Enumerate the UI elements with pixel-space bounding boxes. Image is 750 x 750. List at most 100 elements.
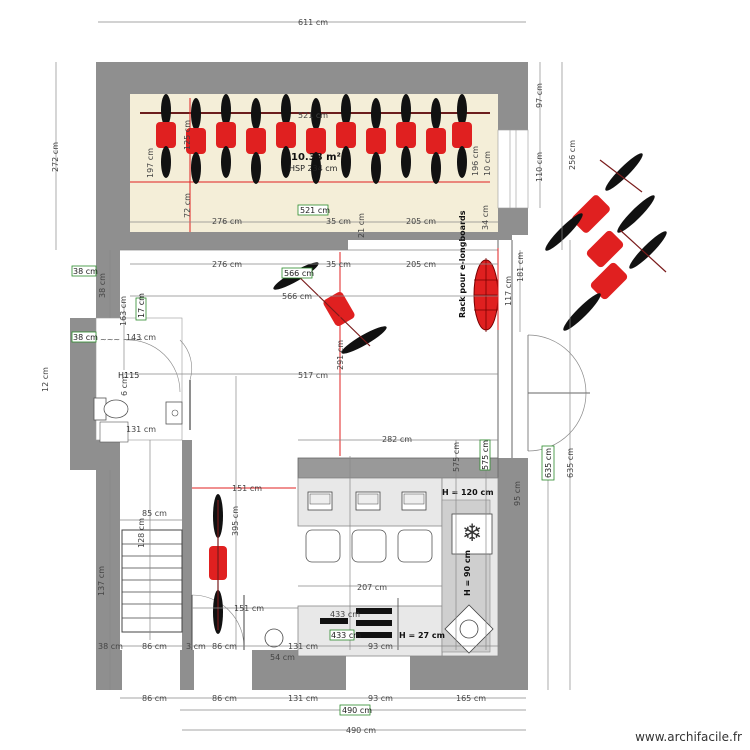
laptop-icon xyxy=(401,491,427,511)
wall-left-lower xyxy=(96,440,120,690)
wall-stairs-right xyxy=(182,440,192,650)
double-door-right[interactable] xyxy=(527,334,590,452)
wheel-icon xyxy=(221,146,231,178)
board-deck xyxy=(452,122,472,148)
dim-text: 86 cm xyxy=(142,694,167,703)
dim-text: 205 cm xyxy=(406,217,436,226)
door-swing-bottom xyxy=(191,594,245,648)
opening-bottom-2 xyxy=(194,650,252,690)
wheel-icon xyxy=(161,94,171,126)
dim-text: 72 cm xyxy=(183,193,192,218)
dim-text: 181 cm xyxy=(516,252,525,282)
dim-text: 611 cm xyxy=(298,18,328,27)
dim-text: 131 cm xyxy=(288,694,318,703)
dim-text: 35 cm xyxy=(326,217,351,226)
board-deck xyxy=(426,128,446,154)
dim-text: 38 cm xyxy=(98,642,123,651)
chair-icon xyxy=(397,529,433,563)
dim-text: 38 cm xyxy=(98,273,107,298)
dim-text: 125 cm xyxy=(183,120,192,150)
dim-text: 197 cm xyxy=(146,148,155,178)
dim-text: 256 cm xyxy=(568,140,577,170)
dim-text: 276 cm xyxy=(212,217,242,226)
wheel-icon xyxy=(191,98,201,130)
dim-text: 207 cm xyxy=(357,583,387,592)
wheel-icon xyxy=(251,152,261,184)
wheel-icon xyxy=(221,94,231,126)
wheel-icon xyxy=(457,94,467,126)
dim-box xyxy=(71,331,97,343)
dim-text: 6 cm xyxy=(120,376,129,396)
dim-box xyxy=(329,629,355,641)
dim-text: 566 cm xyxy=(282,292,312,301)
dim-text: 282 cm xyxy=(382,435,412,444)
dim-text: 143 cm xyxy=(126,333,156,342)
dim-box xyxy=(339,704,371,716)
dim-text: 151 cm xyxy=(234,604,264,613)
wheel-icon xyxy=(281,94,291,126)
wheel-icon xyxy=(161,146,171,178)
laptop-icon xyxy=(355,491,381,511)
wheel-icon xyxy=(311,152,321,184)
dim-text: 433 cm xyxy=(331,631,361,640)
laptop-icon xyxy=(307,491,333,511)
lamp-dim: 54 cm xyxy=(270,653,295,662)
dim-text: 93 cm xyxy=(368,694,393,703)
room-area-text: 10.38 m² xyxy=(291,152,341,163)
brand-watermark: www.archifacile.fr xyxy=(635,730,742,744)
dim-text: 276 cm xyxy=(212,260,242,269)
h115-label: H115 xyxy=(118,371,139,380)
dim-text: 3 cm xyxy=(186,642,206,651)
dim-text: 575 cm xyxy=(452,442,461,472)
board-deck xyxy=(336,122,356,148)
fan-icon: ❄ xyxy=(451,513,493,555)
shelf-height-27: H = 27 cm xyxy=(399,631,445,640)
dim-text: 34 cm xyxy=(481,205,490,230)
wheel-icon xyxy=(281,146,291,178)
wheel-icon xyxy=(341,146,351,178)
opening-bottom-1 xyxy=(122,650,180,690)
wall-right-upper xyxy=(498,62,528,130)
dim-box xyxy=(135,297,147,321)
dim-text: 521 cm xyxy=(298,111,328,120)
wheel-icon xyxy=(251,98,261,130)
dim-text: 21 cm xyxy=(357,213,366,238)
wall-right-lower-block xyxy=(498,458,528,690)
dim-box xyxy=(281,267,313,279)
dim-text: 93 cm xyxy=(368,642,393,651)
board-deck xyxy=(246,128,266,154)
chair-icon xyxy=(351,529,387,563)
dim-text: 86 cm xyxy=(212,642,237,651)
dim-box xyxy=(479,439,491,471)
dim-text: 151 cm xyxy=(232,484,262,493)
shelf-unit xyxy=(320,598,399,650)
wheel-icon xyxy=(457,146,467,178)
dim-box xyxy=(71,265,97,277)
wall-right-mid xyxy=(498,208,528,235)
board-deck xyxy=(156,122,176,148)
counter-height-120: H = 120 cm xyxy=(442,488,494,497)
dim-text: 165 cm xyxy=(456,694,486,703)
dim-text: 517 cm xyxy=(298,371,328,380)
wheel-icon xyxy=(191,152,201,184)
dim-text: 85 cm xyxy=(142,509,167,518)
shower-label: ~~~ ~~~ xyxy=(100,335,143,344)
dim-text: 137 cm xyxy=(97,566,106,596)
longboard-row xyxy=(156,94,472,184)
longboard-rack xyxy=(473,258,499,332)
dim-text: 490 cm xyxy=(346,726,376,735)
basin-icon xyxy=(444,604,494,654)
dim-text: 110 cm xyxy=(535,152,544,182)
dim-text: 128 cm xyxy=(137,518,146,548)
opening-bottom-3 xyxy=(346,650,410,690)
dim-text: 433 cm xyxy=(330,610,360,619)
wc-door-swing xyxy=(179,339,192,381)
dim-text: 163 cm xyxy=(119,296,128,326)
wheel-icon xyxy=(431,152,441,184)
wall-upper-room-bottom xyxy=(96,232,322,250)
dim-text: 97 cm xyxy=(535,83,544,108)
dim-text: 117 cm xyxy=(504,276,513,306)
wheel-icon xyxy=(401,94,411,126)
dimension-lines xyxy=(55,21,571,731)
